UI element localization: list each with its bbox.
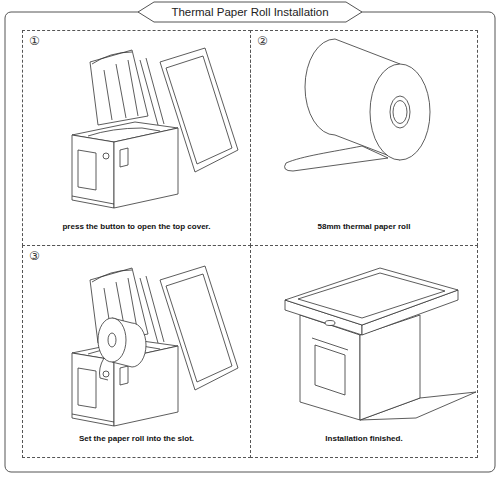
step-number: ② (257, 34, 268, 48)
step-panel: ① press the button to open the top cover. (22, 30, 251, 246)
printer-cover-open (72, 48, 238, 208)
step-caption: Installation finished. (255, 434, 473, 444)
paper-roll-drawing (370, 64, 430, 160)
step-panel: ③ Set the paper roll into the slot. (22, 245, 251, 458)
step-number: ① (29, 34, 40, 48)
outer-frame (5, 12, 495, 472)
pos-terminal-drawing (325, 321, 335, 326)
paper-roll-in-slot (98, 318, 146, 380)
pos-terminal-drawing (298, 273, 445, 318)
step-panel: Installation finished. (250, 245, 478, 458)
title-tab (138, 2, 362, 22)
paper-roll-drawing (390, 96, 410, 128)
paper-roll-in-slot (108, 333, 116, 347)
step-caption: press the button to open the top cover. (27, 222, 246, 232)
paper-roll-in-slot (100, 358, 109, 380)
paper-roll-in-slot (98, 318, 126, 362)
step-caption: 58mm thermal paper roll (255, 222, 473, 232)
diagram-title: Thermal Paper Roll Installation (150, 5, 350, 19)
title-tab (138, 2, 362, 22)
pos-terminal-drawing (315, 345, 345, 395)
outer-frame (5, 12, 495, 472)
paper-roll-drawing (393, 101, 407, 124)
paper-roll-drawing (285, 39, 430, 171)
step-number: ③ (29, 249, 40, 263)
step-panel: ② 58mm thermal paper roll (250, 30, 478, 246)
step-caption: Set the paper roll into the slot. (27, 434, 246, 444)
printer-cover-open (72, 266, 238, 426)
pos-terminal-drawing (285, 268, 476, 420)
pos-terminal-drawing (285, 268, 458, 325)
pos-terminal-drawing (312, 338, 348, 350)
